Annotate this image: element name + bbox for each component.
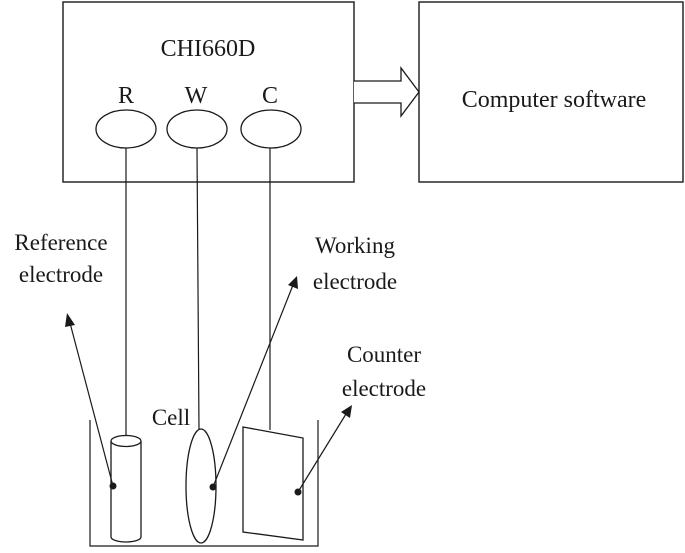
reference-electrode [110,441,142,543]
working-pointer-head [288,276,298,289]
port-label-r: R [118,83,134,109]
cell-beaker [89,420,319,547]
reference-label-line1: Reference [14,230,107,255]
working-pointer-dot [209,483,217,491]
computer-box [418,1,684,183]
counter-pointer-head [341,405,352,418]
instrument-box [62,1,355,183]
counter-pointer-line [297,413,347,493]
working-pointer-line [212,284,294,488]
wire-working [196,147,200,431]
port-label-c: C [262,83,278,109]
reference-electrode-top [110,434,142,448]
port-w [166,109,228,149]
reference-label-line2: electrode [19,262,103,287]
working-label-line1: Working [315,233,395,258]
reference-pointer-dot [109,482,117,490]
data-transfer-arrow [354,66,420,118]
counter-label-line2: electrode [342,376,426,401]
port-r [95,109,157,149]
counter-pointer-dot [294,488,302,496]
instrument-name: CHI660D [161,36,256,62]
reference-pointer-line [69,322,114,487]
counter-electrode [242,426,304,541]
port-label-w: W [185,83,208,109]
port-c [240,109,302,149]
cell-label: Cell [152,405,190,430]
counter-label-line1: Counter [347,342,421,367]
reference-pointer-head [65,313,75,327]
working-label-line2: electrode [313,269,397,294]
computer-label: Computer software [462,87,647,113]
